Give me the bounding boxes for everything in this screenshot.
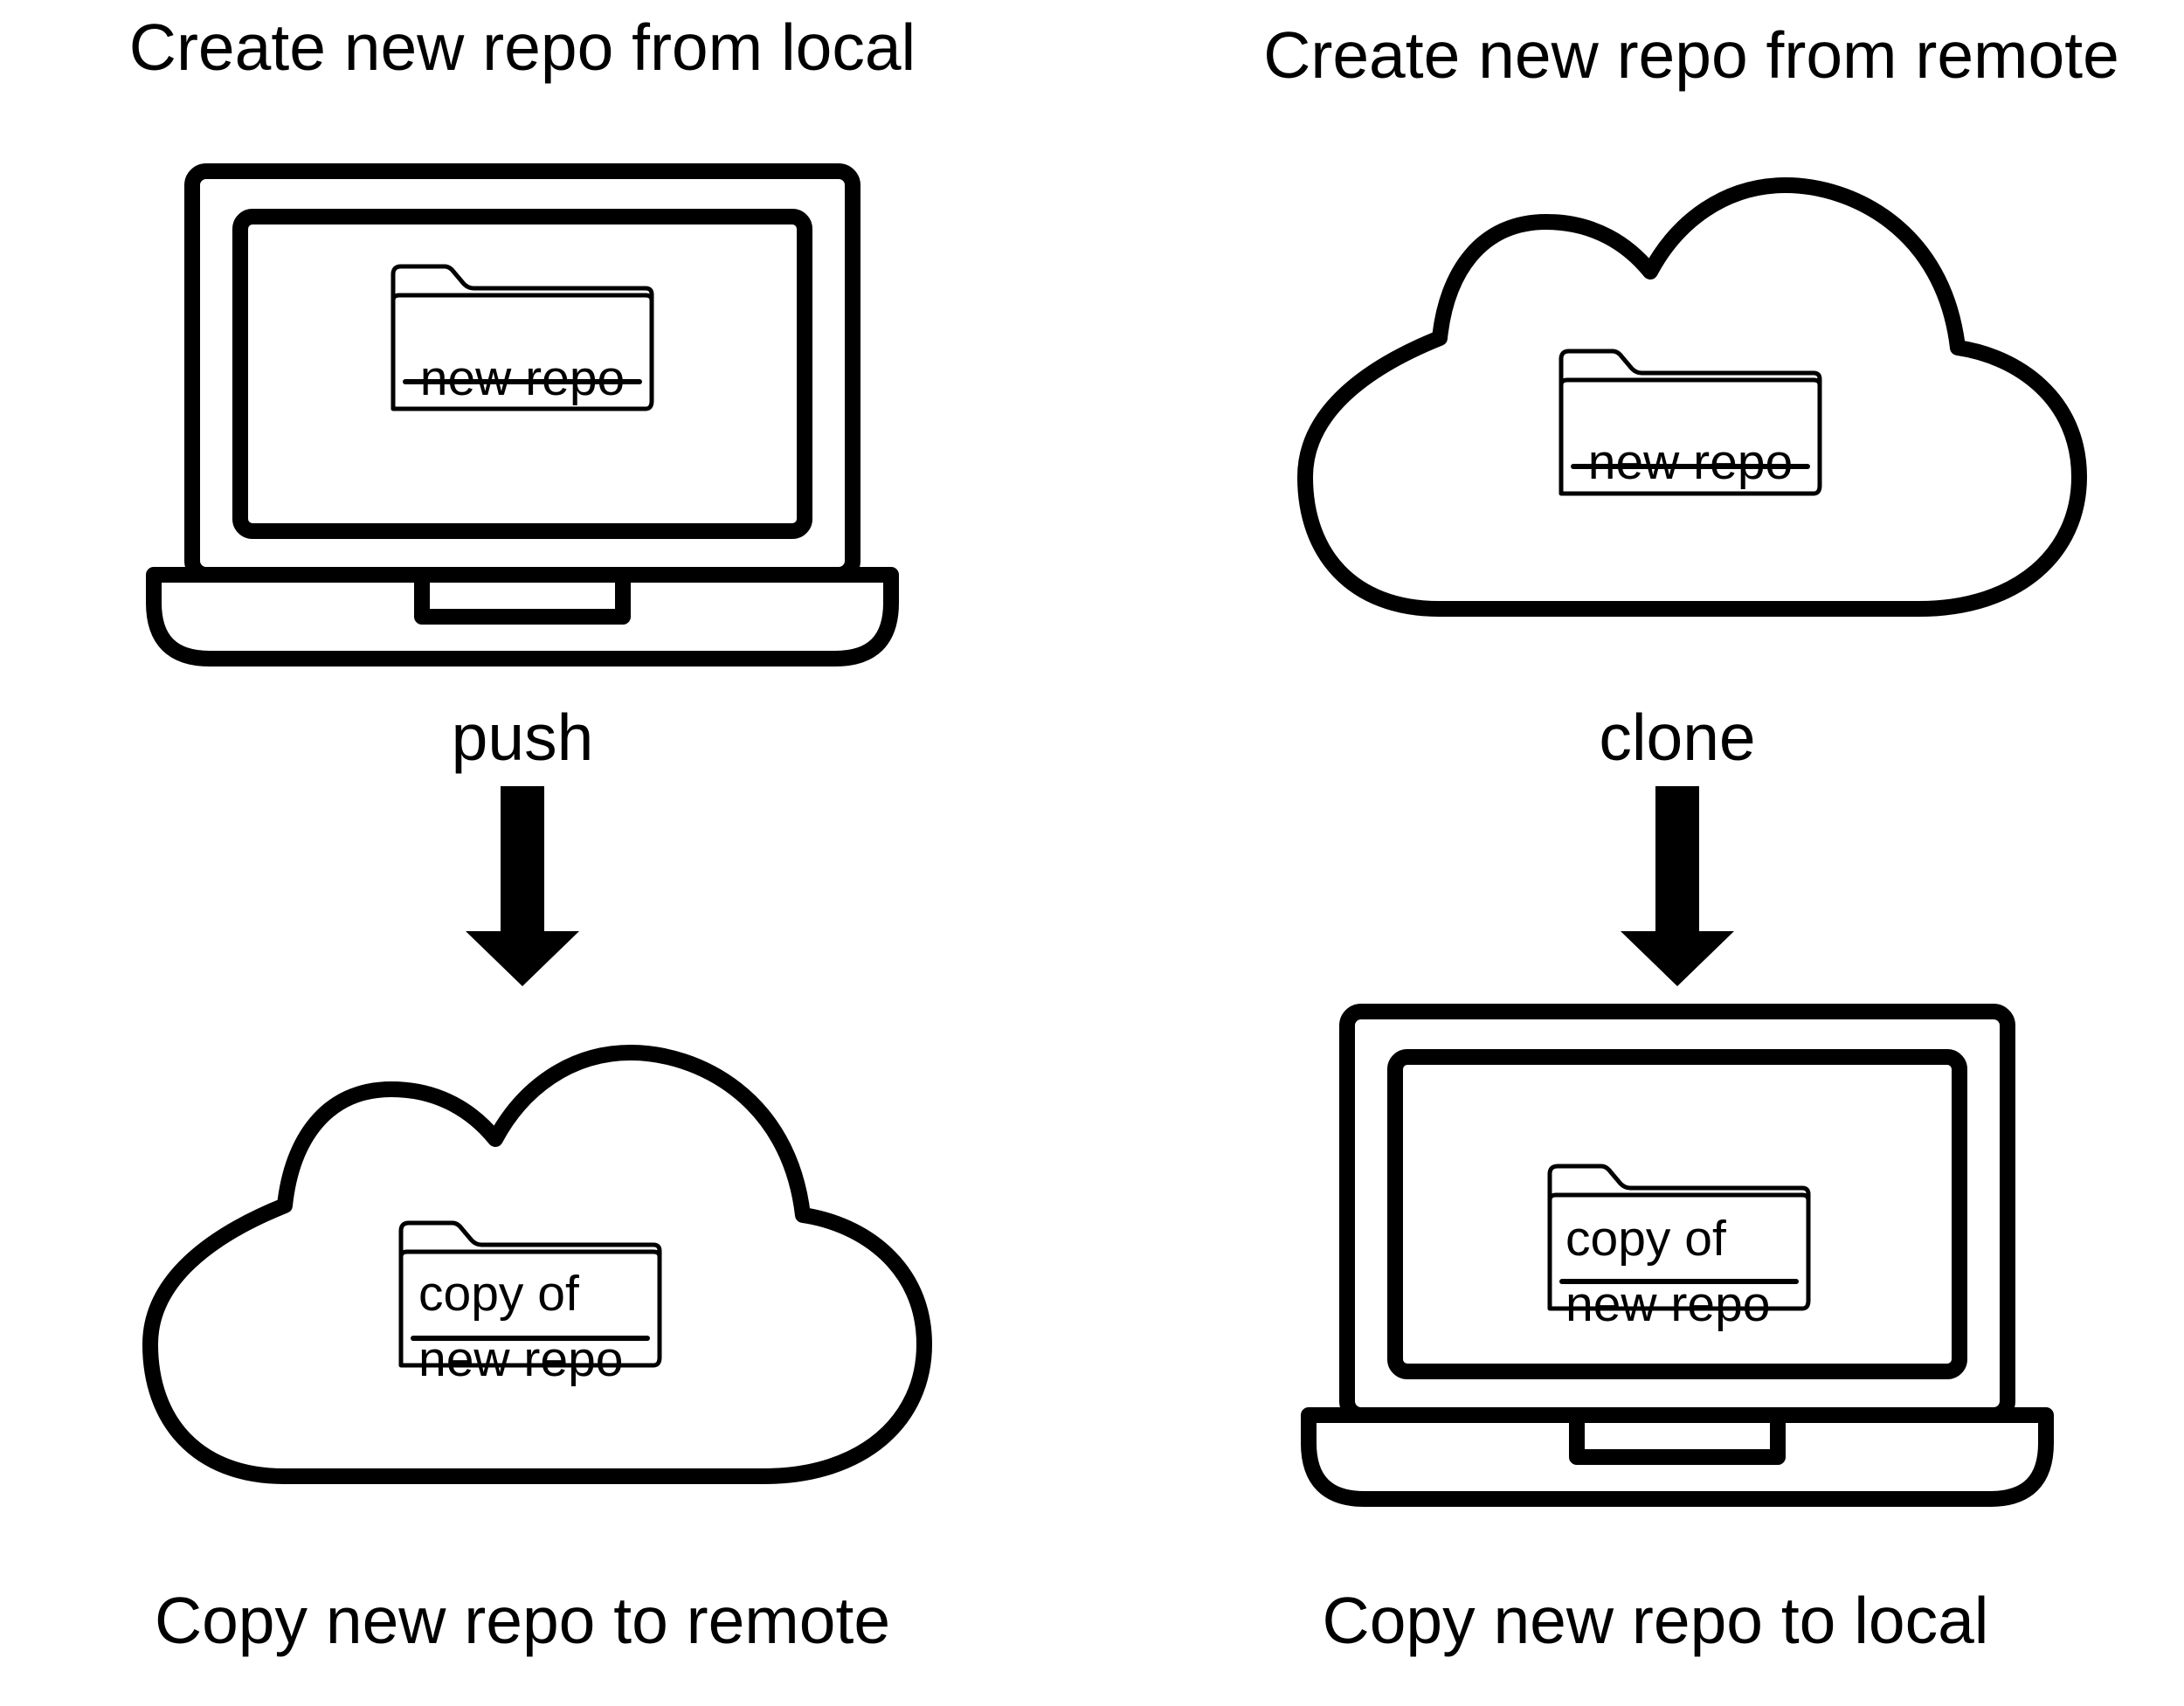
folder-icon (1561, 351, 1820, 494)
left-target-folder-label-line2: new repo (418, 1331, 624, 1387)
laptop-icon (154, 171, 891, 659)
right-source-folder-label: new repo (1588, 434, 1794, 490)
folder-icon (393, 266, 652, 409)
clone-label: clone (1599, 701, 1755, 774)
down-arrow-icon (1621, 786, 1734, 986)
left-caption: Copy new repo to remote (155, 1584, 890, 1657)
right-title: Create new repo from remote (1263, 18, 2119, 92)
right-caption: Copy new repo to local (1323, 1584, 1989, 1657)
cloud-icon (150, 1053, 924, 1476)
left-source-folder-label: new repo (420, 350, 625, 406)
right-target-folder-label-line2: new repo (1565, 1276, 1771, 1332)
down-arrow-icon (466, 786, 579, 986)
right-target-folder-label-line1: copy of (1565, 1211, 1726, 1267)
left-title: Create new repo from local (129, 10, 916, 84)
folder-icon (1550, 1166, 1808, 1309)
cloud-icon (1305, 185, 2079, 609)
folder-icon (401, 1223, 660, 1365)
push-label: push (452, 701, 594, 774)
left-target-folder-label-line1: copy of (418, 1266, 579, 1322)
